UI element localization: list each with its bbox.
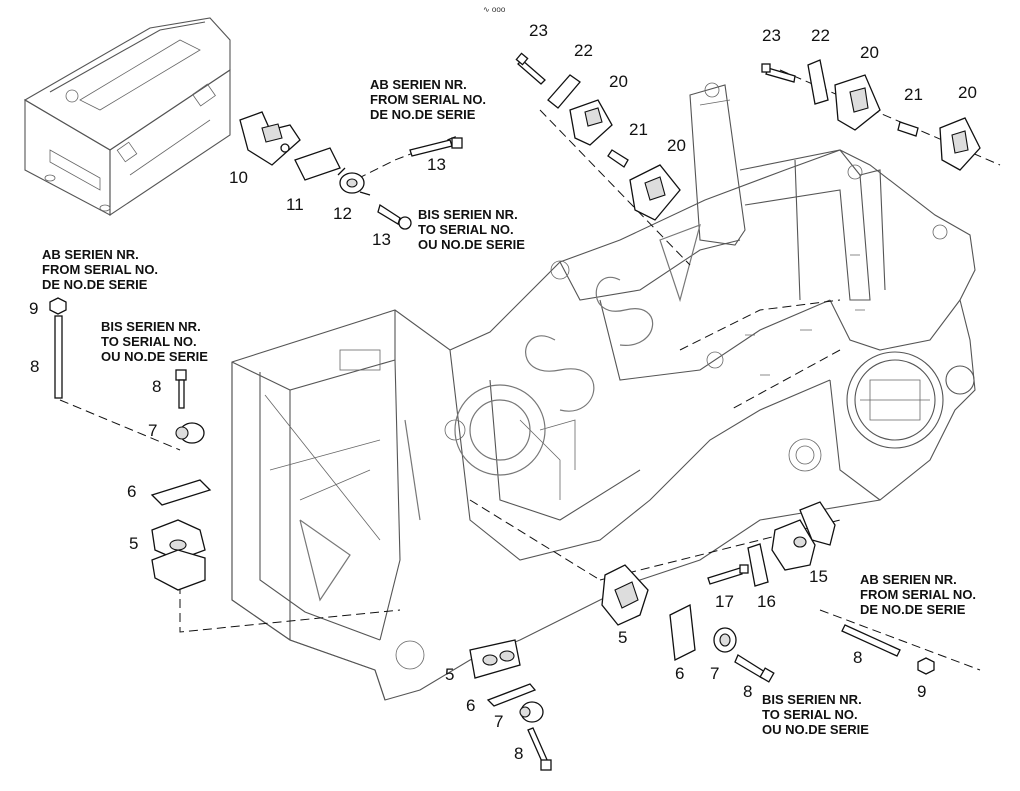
note-line: AB SERIEN NR. [370,77,467,92]
bolt-8-center [734,654,775,683]
callout-6: 6 [127,482,136,501]
clamp-5-center [601,564,649,626]
pin-21-b [897,121,919,137]
note-line: BIS SERIEN NR. [101,319,201,334]
callout-13: 13 [372,230,391,249]
pin-21-a [607,149,629,168]
bolt-8-left [175,369,187,409]
clamp-20-d [939,117,981,171]
stud-8-left [54,315,63,399]
callout-8: 8 [30,357,39,376]
callout-12: 12 [333,204,352,223]
callout-7: 7 [710,664,719,683]
clip-7-bottom [519,701,544,723]
plate-16 [747,543,769,587]
plate-22-b [807,59,829,105]
callouts: 23 22 20 21 20 23 22 20 21 20 10 11 12 1… [29,21,977,763]
stud-8-right [841,624,901,657]
note-line: FROM SERIAL NO. [860,587,976,602]
callout-9: 9 [917,682,926,701]
note-line: OU NO.DE SERIE [418,237,525,252]
plate-22-a [547,74,581,109]
callout-9: 9 [29,299,38,318]
callout-20: 20 [958,83,977,102]
note-line: BIS SERIEN NR. [762,692,862,707]
clamp-10 [239,111,301,166]
callout-23: 23 [529,21,548,40]
callout-11: 11 [286,195,304,214]
note-line: TO SERIAL NO. [762,707,858,722]
callout-15: 15 [809,567,828,586]
plate-11 [294,147,341,181]
callout-7: 7 [494,712,503,731]
bolt-23-a [515,52,546,85]
callout-23: 23 [762,26,781,45]
clip-12 [337,167,371,196]
clamp-20-c [834,74,881,131]
clamp-5-bottom [469,639,521,679]
note-to-serial-right: BIS SERIEN NR. TO SERIAL NO. OU NO.DE SE… [762,692,869,737]
callout-8: 8 [743,682,752,701]
callout-8: 8 [853,648,862,667]
callout-21: 21 [629,120,648,139]
note-line: AB SERIEN NR. [42,247,139,262]
callout-7: 7 [148,421,157,440]
main-frame [231,82,976,701]
note-line: FROM SERIAL NO. [370,92,486,107]
callout-20: 20 [860,43,879,62]
callout-8: 8 [514,744,523,763]
note-to-serial-top: BIS SERIEN NR. TO SERIAL NO. OU NO.DE SE… [418,207,525,252]
top-mark: ∿ ooo [483,5,506,14]
note-line: FROM SERIAL NO. [42,262,158,277]
callout-6: 6 [675,664,684,683]
clip-7-left [175,422,205,444]
screw-13-lower [377,203,412,230]
callout-16: 16 [757,592,776,611]
callout-5: 5 [445,665,454,684]
note-line: BIS SERIEN NR. [418,207,518,222]
plate-6-center [669,604,696,661]
callout-10: 10 [229,168,248,187]
callout-13: 13 [427,155,446,174]
screw-17 [707,564,749,585]
plate-6-left [150,479,212,506]
clamp-5-left [151,519,206,591]
clamp-20-b [629,164,681,221]
callout-20: 20 [609,72,628,91]
plate-6-bottom [486,683,537,707]
note-line: OU NO.DE SERIE [101,349,208,364]
clamp-20-a [569,99,613,146]
note-from-serial-top: AB SERIEN NR. FROM SERIAL NO. DE NO.DE S… [370,77,486,122]
note-from-serial-left: AB SERIEN NR. FROM SERIAL NO. DE NO.DE S… [42,247,158,292]
callout-17: 17 [715,592,734,611]
callout-5: 5 [618,628,627,647]
callout-20: 20 [667,136,686,155]
note-to-serial-left: BIS SERIEN NR. TO SERIAL NO. OU NO.DE SE… [101,319,208,364]
callout-5: 5 [129,534,138,553]
bolt-8-bottom [527,727,552,771]
callout-22: 22 [811,26,830,45]
note-line: OU NO.DE SERIE [762,722,869,737]
note-line: DE NO.DE SERIE [860,602,966,617]
battery-box [23,17,231,217]
screw-13-upper [409,137,463,157]
note-line: TO SERIAL NO. [101,334,197,349]
note-line: TO SERIAL NO. [418,222,514,237]
callout-22: 22 [574,41,593,60]
callout-6: 6 [466,696,475,715]
watermark-logo [299,224,701,602]
clip-7-center [713,627,737,653]
callout-21: 21 [904,85,923,104]
note-line: AB SERIEN NR. [860,572,957,587]
callout-8: 8 [152,377,161,396]
note-line: DE NO.DE SERIE [42,277,148,292]
nut-9-left [49,297,67,315]
note-line: DE NO.DE SERIE [370,107,476,122]
note-from-serial-right: AB SERIEN NR. FROM SERIAL NO. DE NO.DE S… [860,572,976,617]
bolt-23-b [761,63,796,83]
clamp-15 [771,501,836,571]
nut-9-right [917,657,935,675]
